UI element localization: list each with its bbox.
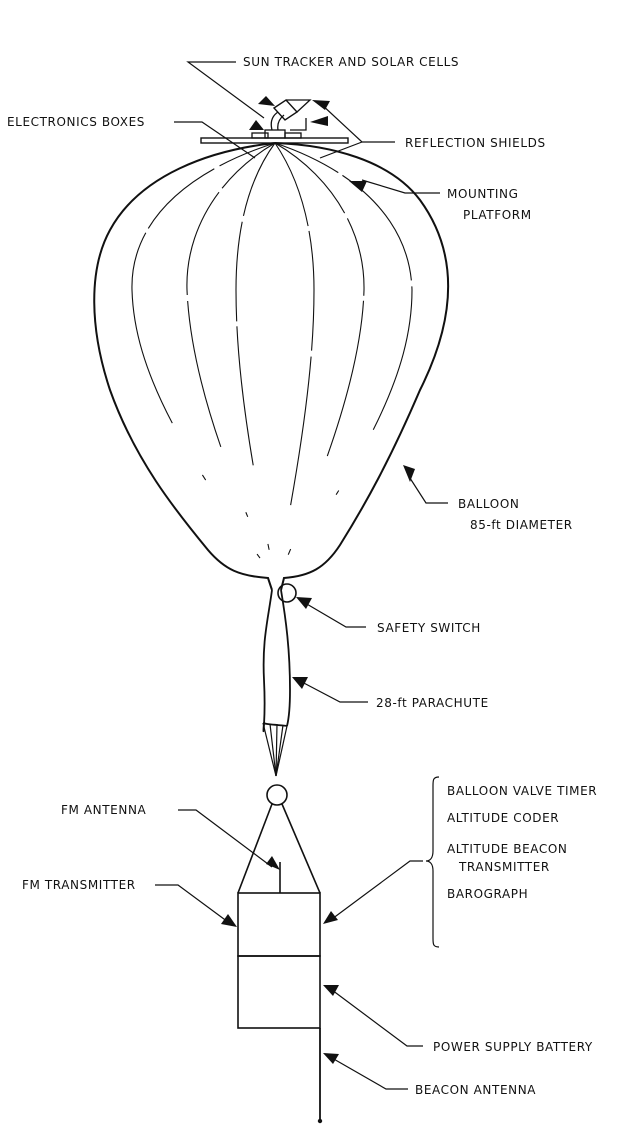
- sun-tracker-leader: [186, 61, 275, 119]
- label-power-supply-battery: POWER SUPPLY BATTERY: [433, 1040, 593, 1054]
- electronics-boxes-leader: [174, 120, 264, 159]
- reflection-shields-leader: [310, 100, 395, 159]
- label-altitude-coder: ALTITUDE CODER: [447, 811, 559, 825]
- label-fm-transmitter: FM TRANSMITTER: [22, 878, 136, 892]
- package-items-leader: [323, 860, 423, 924]
- label-barograph: BAROGRAPH: [447, 887, 528, 901]
- label-balloon-1: BALLOON: [458, 497, 519, 511]
- parachute-leader: [292, 677, 368, 703]
- fm-transmitter-leader: [155, 884, 237, 927]
- package-items-brace: [425, 776, 440, 948]
- label-sun-tracker: SUN TRACKER AND SOLAR CELLS: [243, 55, 459, 69]
- suspension-ring: [237, 784, 321, 894]
- safety-switch-leader: [296, 597, 366, 628]
- label-balloon-2: 85-ft DIAMETER: [470, 518, 573, 532]
- sun-tracker: [270, 99, 312, 131]
- balloon-leader: [403, 465, 448, 504]
- parachute: [262, 589, 291, 777]
- label-mounting-platform-2: PLATFORM: [463, 208, 532, 222]
- fm-antenna-leader: [178, 809, 280, 870]
- label-transmitter: TRANSMITTER: [458, 860, 550, 874]
- label-mounting-platform-1: MOUNTING: [447, 187, 519, 201]
- mounting-platform-leader: [349, 179, 440, 194]
- balloon-envelope: [93, 142, 450, 591]
- beacon-antenna: [317, 1028, 323, 1124]
- label-balloon-valve-timer: BALLOON VALVE TIMER: [447, 784, 597, 798]
- power-supply-battery: [237, 955, 321, 1029]
- reflection-shield: [290, 118, 307, 131]
- label-fm-antenna: FM ANTENNA: [61, 803, 147, 817]
- electronics-boxes: [251, 129, 302, 139]
- power-supply-leader: [323, 985, 423, 1047]
- label-electronics-boxes: ELECTRONICS BOXES: [7, 115, 145, 129]
- label-altitude-beacon: ALTITUDE BEACON: [447, 842, 567, 856]
- instrument-package: [237, 892, 321, 957]
- label-parachute: 28-ft PARACHUTE: [376, 696, 489, 710]
- beacon-antenna-leader: [323, 1053, 408, 1090]
- label-safety-switch: SAFETY SWITCH: [377, 621, 481, 635]
- label-reflection-shields: REFLECTION SHIELDS: [405, 136, 546, 150]
- safety-switch: [277, 583, 297, 603]
- label-beacon-antenna: BEACON ANTENNA: [415, 1083, 536, 1097]
